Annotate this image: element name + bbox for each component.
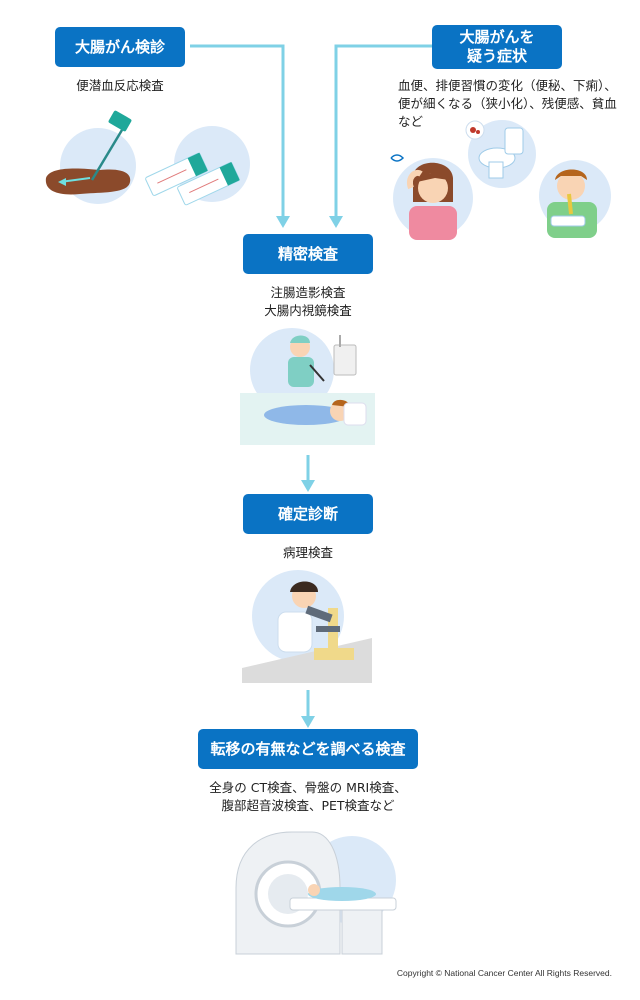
copyright-text: Copyright © National Cancer Center All R… bbox=[396, 968, 612, 978]
arrow-symptoms-to-detailed bbox=[334, 44, 432, 218]
ct-scanner-illustration bbox=[235, 831, 397, 955]
symptoms-box: 大腸がんを 疑う症状 bbox=[432, 25, 562, 69]
screening-label: 大腸がん検診 bbox=[74, 37, 165, 56]
metastasis-exam-label: 転移の有無などを調べる検査 bbox=[210, 739, 406, 758]
diagnosis-label: 確定診断 bbox=[277, 504, 338, 523]
endoscopy-illustration bbox=[240, 328, 375, 445]
symptoms-illustration bbox=[390, 120, 611, 240]
diagnosis-box: 確定診断 bbox=[243, 494, 373, 534]
symptoms-desc: 血便、排便習慣の変化（便秘、下痢）、 便が細くなる（狭小化）、残便感、貧血 など bbox=[398, 78, 617, 130]
screening-desc: 便潜血反応検査 bbox=[76, 78, 164, 93]
symptoms-label-line1: 大腸がんを bbox=[459, 28, 535, 47]
screening-box: 大腸がん検診 bbox=[55, 27, 185, 67]
metastasis-exam-box: 転移の有無などを調べる検査 bbox=[198, 729, 418, 769]
metastasis-exam-desc: 全身の CT検査、骨盤の MRI検査、 腹部超音波検査、PET検査など bbox=[209, 780, 407, 814]
detailed-exam-desc: 注腸造影検査 大腸内視鏡検査 bbox=[264, 285, 352, 319]
test-kit-illustration bbox=[145, 126, 250, 206]
stool-sample-illustration bbox=[45, 110, 136, 204]
symptoms-label-line2: 疑う症状 bbox=[466, 47, 527, 65]
arrow-screening-to-detailed bbox=[190, 44, 285, 218]
detailed-exam-label: 精密検査 bbox=[277, 244, 338, 263]
diagnosis-desc: 病理検査 bbox=[282, 545, 333, 560]
detailed-exam-box: 精密検査 bbox=[243, 234, 373, 274]
pathology-illustration bbox=[242, 570, 372, 683]
